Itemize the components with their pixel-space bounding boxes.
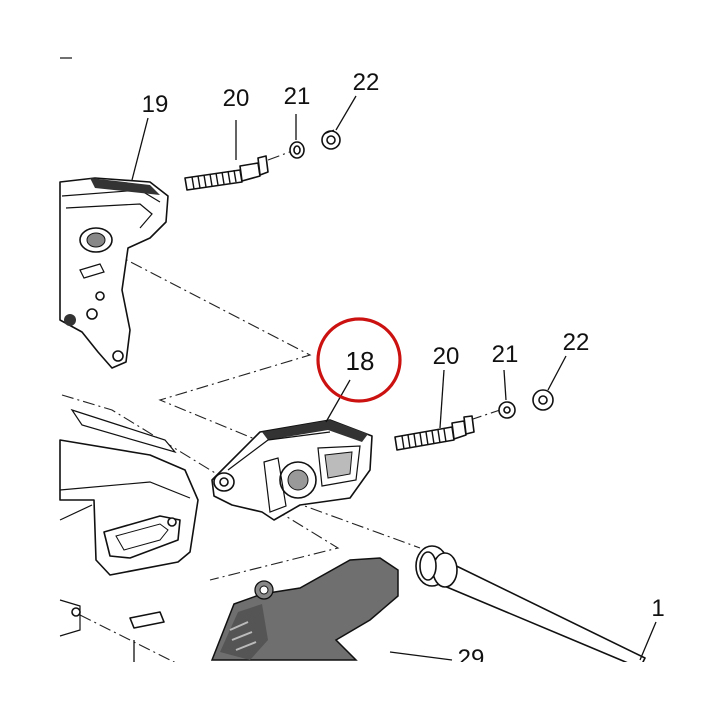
callout-20-middle: 20: [433, 343, 460, 370]
guide-line-bottom: [79, 614, 191, 671]
callout-labels: 19 20 21 22 18 20 21 22 1 29: [142, 69, 665, 672]
callout-22-middle: 22: [563, 329, 590, 356]
highlight-circle: [316, 317, 402, 403]
callout-1: 1: [651, 595, 664, 622]
part-20-bolt-upper: [184, 155, 269, 191]
part-18-chain-adjuster: [211, 419, 373, 521]
callout-19: 19: [142, 91, 169, 118]
part-19-bracket: [59, 57, 169, 369]
part-20-bolt-middle: [394, 415, 475, 451]
callout-20-upper: 20: [223, 85, 250, 112]
guide-line-axle: [227, 477, 421, 549]
part-1-axle: [415, 545, 646, 669]
callout-21-middle: 21: [492, 341, 519, 368]
swingarm-end: [59, 408, 199, 637]
callout-22-upper: 22: [353, 69, 380, 96]
part-22-nut-middle: [532, 389, 554, 411]
guide-line-bolt-mid: [469, 409, 501, 421]
part-21-washer-middle: [498, 401, 516, 419]
leader-lines: [131, 95, 657, 665]
callout-18: 18: [346, 346, 375, 376]
crop-mask: [0, 662, 720, 720]
part-22-nut-upper: [321, 129, 341, 150]
callout-21-upper: 21: [284, 83, 311, 110]
part-21-washer-upper: [289, 141, 305, 159]
part-29-chain-guard: [210, 557, 399, 661]
guide-line-upper: [91, 241, 331, 471]
